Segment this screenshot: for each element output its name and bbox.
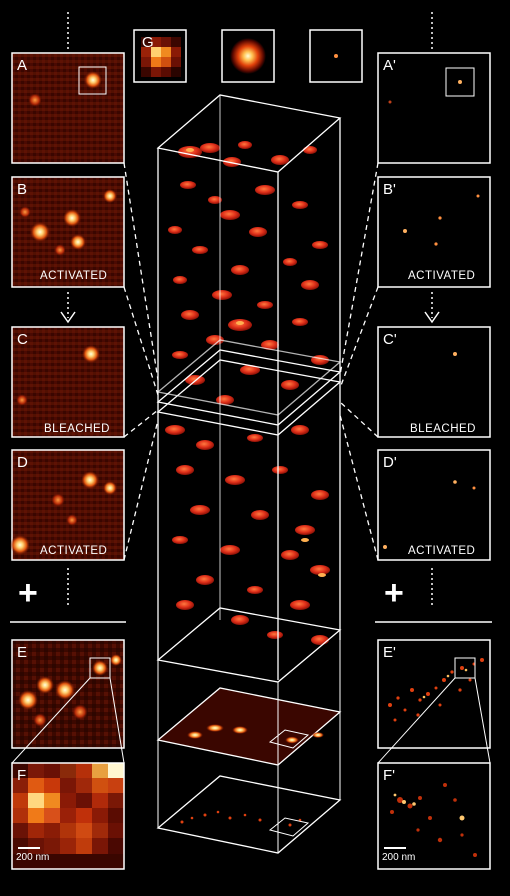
panel-G-localized bbox=[309, 29, 363, 83]
panel-D-prime-label: D' bbox=[383, 454, 397, 471]
panel-G-pixelated bbox=[133, 29, 187, 83]
panel-E-prime-label: E' bbox=[383, 644, 396, 661]
panel-D-state: ACTIVATED bbox=[40, 545, 108, 557]
panel-E-label: E bbox=[17, 644, 28, 661]
panel-C-label: C bbox=[17, 331, 28, 348]
projection-plane-localized bbox=[156, 775, 342, 854]
panel-F-label: F bbox=[17, 767, 27, 784]
panel-C-state: BLEACHED bbox=[44, 423, 110, 435]
plus-sign-right: + bbox=[384, 574, 404, 612]
panel-E-prime bbox=[377, 639, 491, 764]
panel-F-scale: 200 nm bbox=[16, 852, 50, 863]
panel-G-gaussian bbox=[221, 29, 275, 83]
panel-B-state: ACTIVATED bbox=[40, 270, 108, 282]
panel-D-label: D bbox=[17, 454, 28, 471]
panel-A-prime bbox=[377, 52, 491, 164]
panel-A-label: A bbox=[17, 57, 28, 74]
panel-A bbox=[11, 52, 125, 164]
panel-F-prime-label: F' bbox=[383, 767, 396, 784]
panel-D-prime-state: ACTIVATED bbox=[408, 545, 476, 557]
panel-A-prime-label: A' bbox=[383, 57, 396, 74]
panel-F-prime-scale: 200 nm bbox=[382, 852, 416, 863]
panel-C-prime-state: BLEACHED bbox=[410, 423, 476, 435]
panel-E bbox=[11, 639, 125, 764]
panel-F bbox=[11, 762, 125, 870]
panel-B-prime-label: B' bbox=[383, 181, 396, 198]
panel-C bbox=[11, 326, 125, 438]
panel-G-label: G bbox=[142, 34, 154, 51]
panel-D bbox=[10, 449, 125, 561]
panel-B-label: B bbox=[17, 181, 28, 198]
center-3d-volume bbox=[156, 94, 342, 854]
panel-C-prime bbox=[377, 326, 491, 438]
panel-B-prime-state: ACTIVATED bbox=[408, 270, 476, 282]
connector-lines bbox=[123, 162, 379, 561]
panel-F-prime bbox=[377, 762, 491, 870]
panel-C-prime-label: C' bbox=[383, 331, 397, 348]
projection-plane-diffraction bbox=[156, 687, 342, 766]
plus-sign-left: + bbox=[18, 574, 38, 612]
panel-B bbox=[11, 176, 125, 288]
panel-B-prime bbox=[377, 176, 491, 288]
panel-D-prime bbox=[377, 449, 491, 561]
